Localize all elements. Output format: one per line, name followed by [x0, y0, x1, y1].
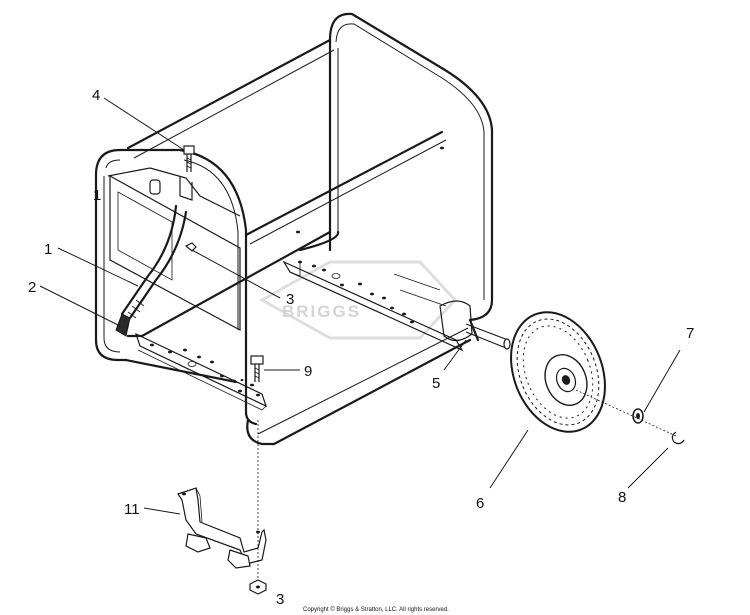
nut-3-lower — [249, 579, 267, 595]
callout-7: 7 — [686, 325, 694, 342]
callout-8: 8 — [618, 489, 626, 506]
callout-11: 11 — [124, 501, 140, 518]
callout-1-top: 1 — [93, 187, 101, 204]
watermark-text: BRIGGS — [282, 302, 361, 321]
watermark-logo: BRIGGS — [258, 260, 458, 340]
callout-5: 5 — [432, 375, 440, 392]
wheel-6 — [510, 311, 606, 433]
control-panel-bracket — [107, 167, 241, 332]
callout-3-upper: 3 — [286, 291, 294, 308]
bolt-9 — [250, 355, 264, 382]
washer-7 — [632, 408, 644, 424]
clip-8 — [671, 431, 685, 445]
callout-1: 1 — [44, 241, 52, 258]
bolt-4 — [183, 145, 195, 172]
base-plates — [134, 146, 464, 411]
callout-9: 9 — [304, 363, 312, 380]
callout-6: 6 — [476, 495, 484, 512]
callout-4: 4 — [92, 87, 100, 104]
callout-2: 2 — [28, 279, 36, 296]
grip-hose — [115, 204, 188, 337]
bracket-11 — [177, 487, 267, 569]
copyright-text: Copyright © Briggs & Stratton, LLC. All … — [303, 606, 449, 613]
leader-lines — [39, 97, 681, 515]
callout-3-lower: 3 — [276, 591, 284, 608]
nut-3-upper — [184, 242, 197, 252]
axle-5 — [393, 273, 511, 350]
